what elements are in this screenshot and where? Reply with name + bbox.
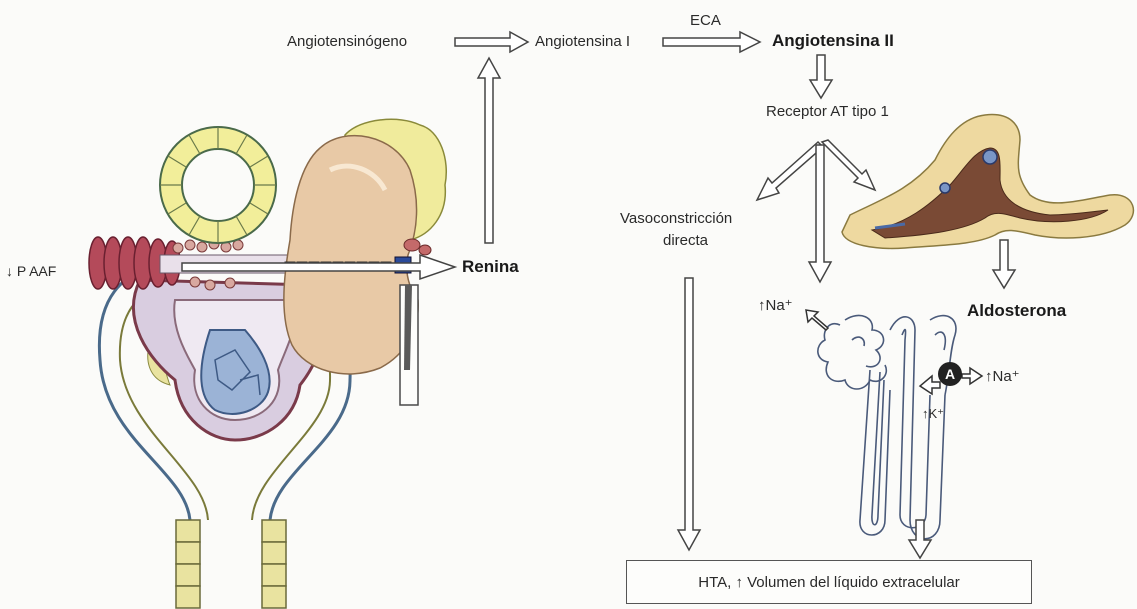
arrow-to-vasoconstriction [757,142,823,200]
vasoconstriction-label-1: Vasoconstricción [620,210,732,228]
angiotensinogen-label: Angiotensinógeno [287,33,407,51]
vasoconstriction-label-2: directa [663,232,708,250]
na-up-right-label: ↑Na⁺ [985,368,1020,386]
aldosterone-label: Aldosterona [967,302,1066,320]
na-up-left-label: ↑Na⁺ [758,297,793,315]
angiotensin1-label: Angiotensina I [535,33,630,51]
angiotensin2-label: Angiotensina II [772,32,894,50]
arrow-na-right [962,368,982,384]
nephron-tubule [818,315,956,538]
arrow-vasoconstriction-to-result [678,278,700,550]
aldosterone-site-marker: A [938,362,962,386]
arrow-to-nephron [809,145,831,282]
renin-label: Renina [462,258,519,276]
kidney [284,136,418,374]
eca-label: ECA [690,12,721,30]
arrow-k-left [920,376,940,394]
k-up-label: ↑K⁺ [922,405,944,423]
arrow-na-left [806,310,828,330]
p-aaf-label: ↓ P AAF [6,262,56,280]
receptor-label: Receptor AT tipo 1 [766,103,889,121]
result-box: HTA, ↑ Volumen del líquido extracelular [626,560,1032,604]
arrow-angiotensinogen-to-ang1 [455,32,528,52]
proximal-tubule-segments [176,520,286,608]
distal-tubule-lumen [182,149,254,221]
adrenal-vessel-2 [940,183,950,193]
arrow-renin-up [478,58,500,243]
arrow-ang2-to-receptor [810,55,832,98]
result-label: HTA, ↑ Volumen del líquido extracelular [698,574,960,591]
adrenal-vessel-1 [983,150,997,164]
arrow-adrenal-to-aldosterone [993,240,1015,288]
arrow-to-adrenal [822,140,875,190]
arrow-ang1-to-ang2 [663,32,760,52]
